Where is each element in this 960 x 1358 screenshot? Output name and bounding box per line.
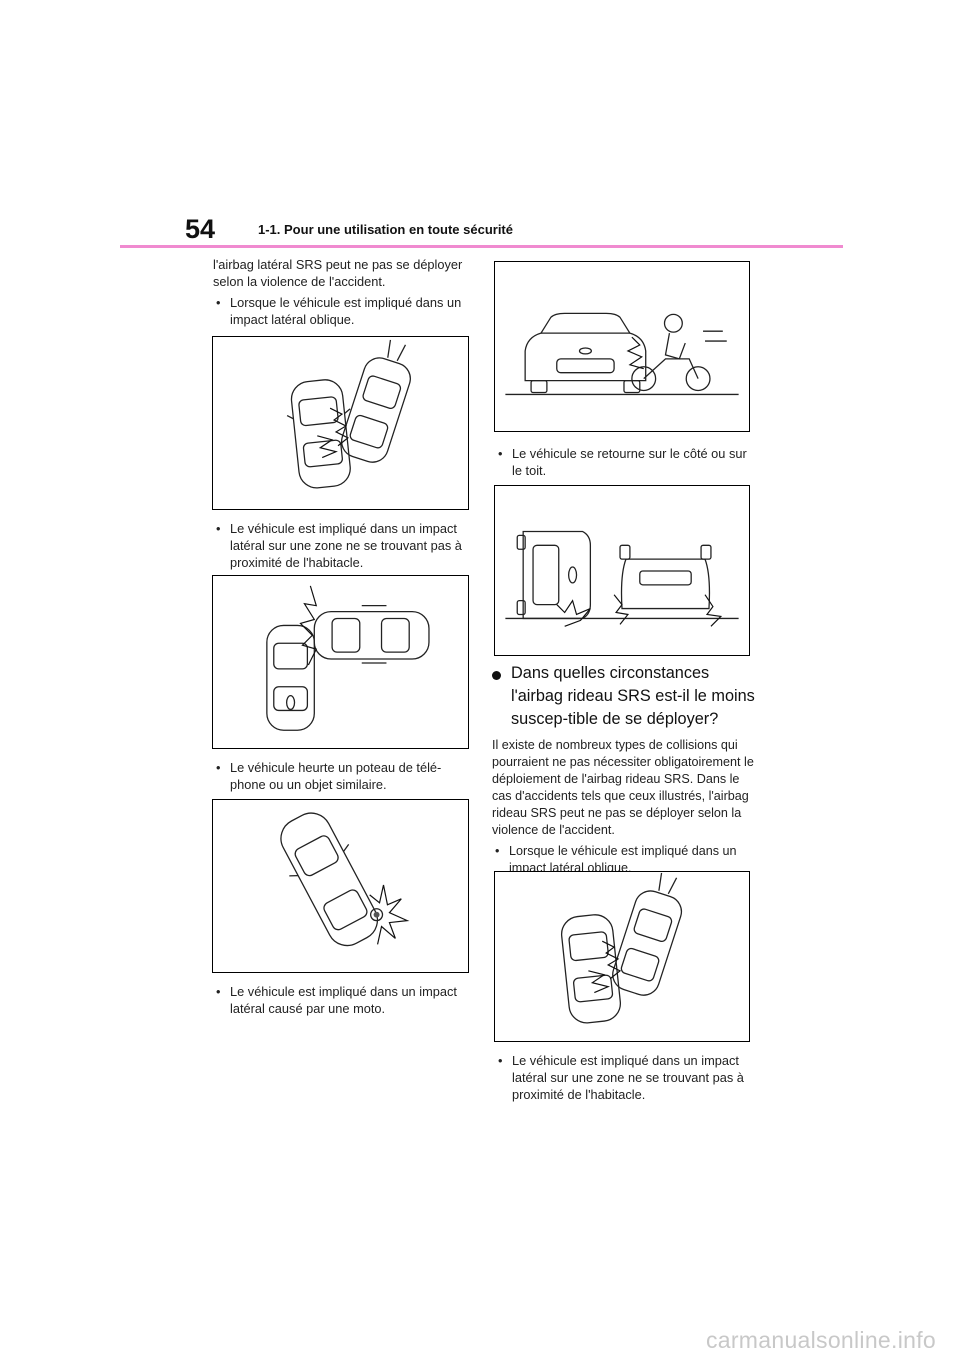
right-paragraph-block: Il existe de nombreux types de collision… [492, 737, 754, 877]
left-intro-block: l'airbag latéral SRS peut ne pas se dépl… [213, 256, 473, 328]
section-title: 1-1. Pour une utilisation en toute sécur… [258, 222, 513, 237]
subheading-text: Dans quelles circonstances l'airbag ride… [511, 664, 755, 728]
figure-oblique-impact [212, 336, 469, 510]
bullet-oblique-impact: Lorsque le véhicule est impliqué dans un… [213, 294, 473, 328]
bullet-pole-impact: Le véhicule heurte un poteau de télé-pho… [213, 759, 473, 793]
figure-pole-impact [212, 799, 469, 973]
intro-text: l'airbag latéral SRS peut ne pas se dépl… [213, 257, 463, 289]
left-bullet-4-block: Le véhicule est impliqué dans un impact … [213, 979, 473, 1017]
bullet-rollover: Le véhicule se retourne sur le côté ou s… [495, 445, 755, 479]
right-bullet-1-block: Le véhicule se retourne sur le côté ou s… [495, 441, 755, 479]
figure-rollover [494, 485, 750, 656]
bullet-motorcycle-impact: Le véhicule est impliqué dans un impact … [213, 983, 473, 1017]
header-rule [120, 245, 843, 248]
bullet-non-cabin-impact-2: Le véhicule est impliqué dans un impact … [495, 1052, 755, 1103]
left-bullet-3-block: Le véhicule heurte un poteau de télé-pho… [213, 755, 473, 793]
subheading-curtain-airbag: Dans quelles circonstances l'airbag ride… [492, 662, 757, 731]
curtain-airbag-paragraph: Il existe de nombreux types de collision… [492, 738, 754, 837]
left-bullet-2-block: Le véhicule est impliqué dans un impact … [213, 516, 473, 571]
bullet-non-cabin-impact: Le véhicule est impliqué dans un impact … [213, 520, 473, 571]
watermark: carmanualsonline.info [705, 1327, 936, 1353]
figure-motorcycle-impact [494, 261, 750, 432]
figure-non-cabin-impact [212, 575, 469, 749]
bullet-dot-icon [492, 671, 501, 680]
figure-oblique-impact-2 [494, 871, 750, 1042]
page-number: 54 [185, 214, 216, 244]
right-bullet-3-block: Le véhicule est impliqué dans un impact … [495, 1048, 755, 1103]
